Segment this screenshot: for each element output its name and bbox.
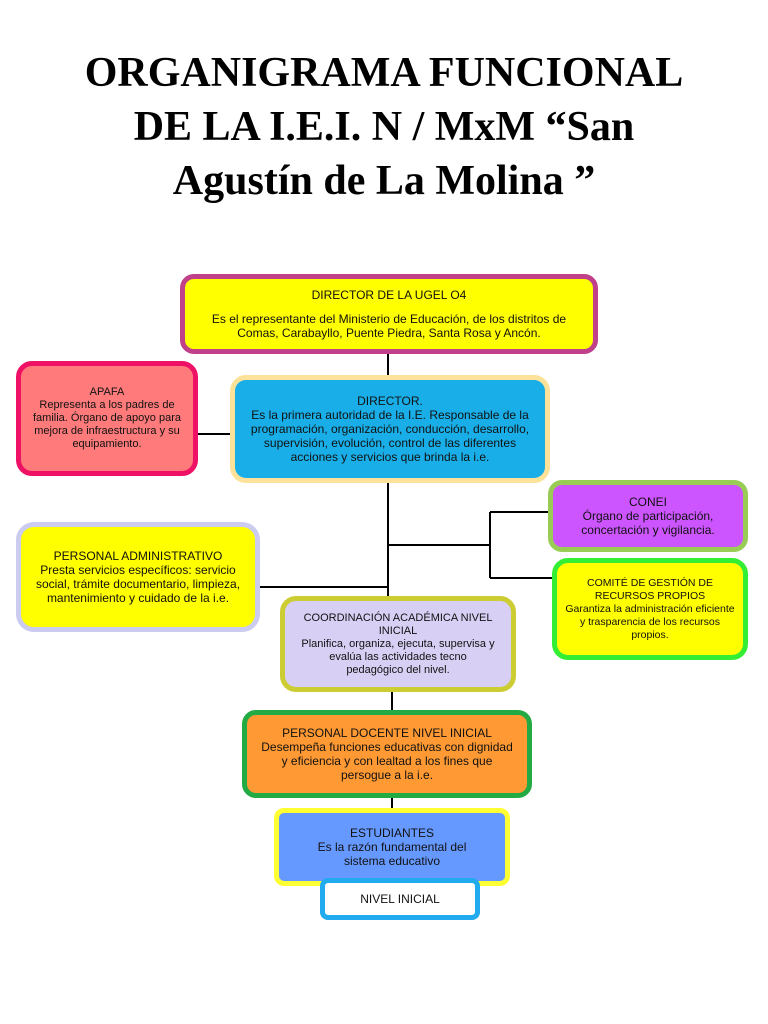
node-apafa: APAFA Representa a los padres de familia… bbox=[16, 361, 198, 476]
node-conei-heading: CONEI bbox=[628, 495, 667, 509]
node-apafa-body: Representa a los padres de familia. Órga… bbox=[33, 399, 181, 450]
node-personal-docente-body: Desempeña funciones educativas con digni… bbox=[261, 740, 513, 782]
node-director-ugel: DIRECTOR DE LA UGEL O4 Es el representan… bbox=[180, 274, 598, 354]
node-personal-administrativo-heading: PERSONAL ADMINISTRATIVO bbox=[53, 549, 223, 563]
page-title: ORGANIGRAMA FUNCIONAL DE LA I.E.I. N / M… bbox=[30, 46, 738, 208]
node-comite-gestion-body: Garantiza la administración eficiente y … bbox=[565, 602, 735, 641]
node-personal-administrativo: PERSONAL ADMINISTRATIVO Presta servicios… bbox=[16, 522, 260, 632]
node-director-ugel-body: Es el representante del Ministerio de Ed… bbox=[211, 312, 567, 340]
node-comite-gestion-heading: COMITÉ DE GESTIÓN DE RECURSOS PROPIOS bbox=[586, 576, 713, 602]
title-line-2: DE LA I.E.I. N / MxM “San bbox=[133, 104, 635, 150]
node-director-ugel-heading: DIRECTOR DE LA UGEL O4 bbox=[311, 288, 467, 302]
node-estudiantes: ESTUDIANTES Es la razón fundamental del … bbox=[274, 808, 510, 886]
node-personal-administrativo-body: Presta servicios específicos: servicio s… bbox=[35, 563, 241, 605]
node-coordinacion-academica-body: Planifica, organiza, ejecuta, supervisa … bbox=[301, 637, 495, 676]
node-nivel-inicial: NIVEL INICIAL bbox=[320, 878, 480, 920]
node-coordinacion-academica: COORDINACIÓN ACADÉMICA NIVEL INICIAL Pla… bbox=[280, 596, 516, 692]
node-apafa-heading: APAFA bbox=[89, 386, 125, 398]
node-director-body: Es la primera autoridad de la I.E. Respo… bbox=[250, 408, 530, 464]
node-estudiantes-body: Es la razón fundamental del sistema educ… bbox=[317, 840, 467, 868]
node-comite-gestion: COMITÉ DE GESTIÓN DE RECURSOS PROPIOS Ga… bbox=[552, 558, 748, 660]
title-line-3: Agustín de La Molina ” bbox=[172, 158, 596, 204]
node-director: DIRECTOR. Es la primera autoridad de la … bbox=[230, 375, 550, 483]
node-conei: CONEI Órgano de participación, concertac… bbox=[548, 480, 748, 552]
node-coordinacion-academica-heading: COORDINACIÓN ACADÉMICA NIVEL INICIAL bbox=[303, 611, 493, 637]
node-conei-body: Órgano de participación, concertación y … bbox=[581, 509, 715, 537]
node-personal-docente: PERSONAL DOCENTE NIVEL INICIAL Desempeña… bbox=[242, 710, 532, 798]
node-estudiantes-heading: ESTUDIANTES bbox=[349, 826, 434, 840]
node-personal-docente-heading: PERSONAL DOCENTE NIVEL INICIAL bbox=[282, 726, 492, 740]
node-director-heading: DIRECTOR. bbox=[357, 394, 423, 408]
title-line-1: ORGANIGRAMA FUNCIONAL bbox=[84, 50, 684, 96]
node-nivel-inicial-heading: NIVEL INICIAL bbox=[360, 892, 440, 906]
